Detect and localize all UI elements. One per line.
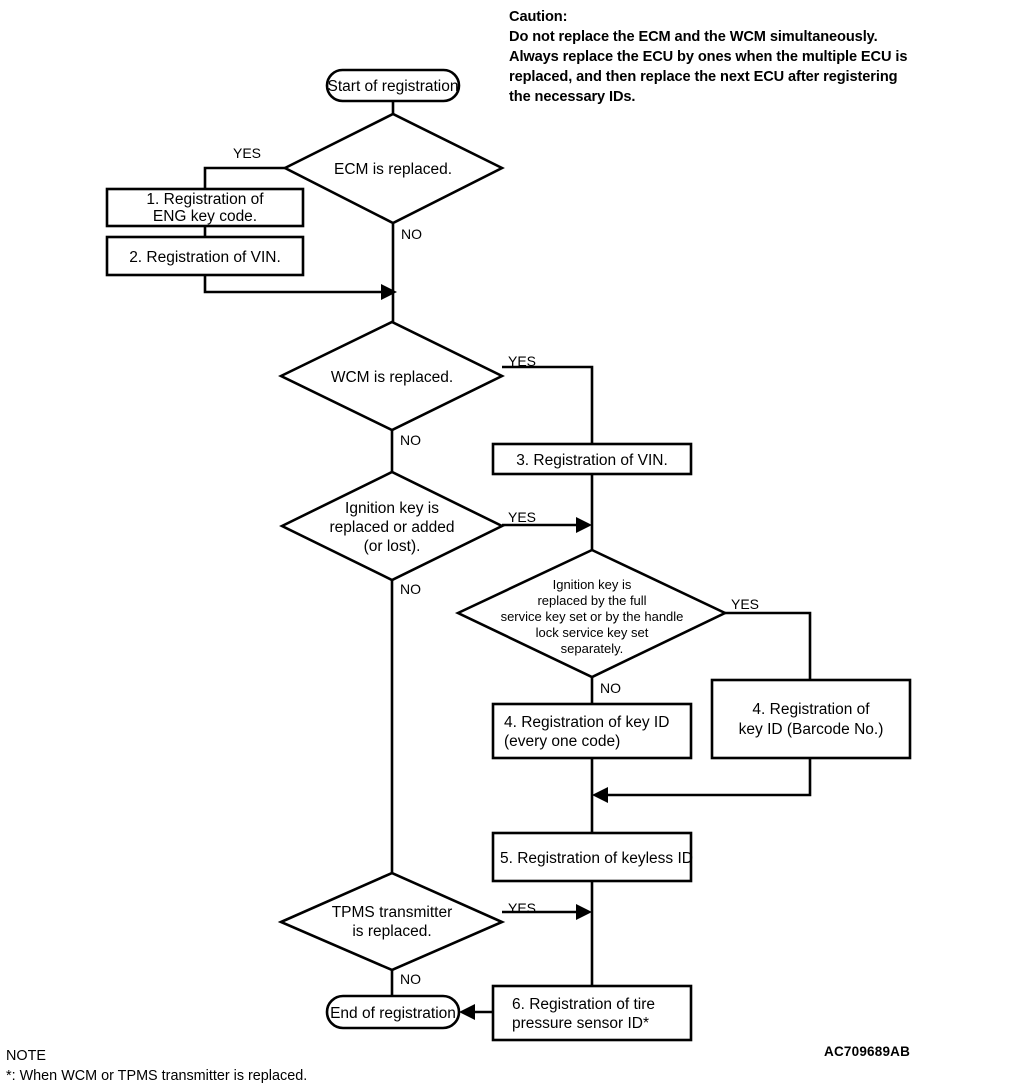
node-decision-wcm[interactable]: WCM is replaced. bbox=[278, 320, 505, 432]
node-decision-service-key-set[interactable]: Ignition key is replaced by the full ser… bbox=[454, 548, 729, 679]
edge-label-ecm-yes: YES bbox=[233, 145, 261, 161]
node-decision-service-key-set-line-2: replaced by the full bbox=[537, 593, 646, 608]
node-process-2[interactable]: 2. Registration of VIN. bbox=[105, 235, 305, 277]
connector-box6-to-end bbox=[459, 1004, 493, 1020]
caution-line-1: Do not replace the ECM and the WCM simul… bbox=[509, 28, 878, 45]
note-heading: NOTE bbox=[6, 1048, 46, 1064]
node-decision-tpms[interactable]: TPMS transmitter is replaced. bbox=[277, 871, 506, 972]
edge-label-ignition-yes: YES bbox=[508, 509, 536, 525]
node-decision-tpms-line-1: TPMS transmitter bbox=[332, 904, 453, 921]
node-process-4-every-one-code[interactable]: 4. Registration of key ID (every one cod… bbox=[491, 702, 693, 760]
node-start-label: Start of registration bbox=[328, 78, 459, 95]
node-process-1-line-1: 1. Registration of bbox=[146, 191, 264, 208]
node-decision-ecm-label: ECM is replaced. bbox=[334, 161, 452, 178]
node-process-5-line-1: 5. Registration of keyless ID bbox=[500, 850, 693, 867]
edge-label-service-no: NO bbox=[600, 680, 621, 696]
node-process-3-line-1: 3. Registration of VIN. bbox=[516, 452, 668, 469]
caution-block: Caution: Do not replace the ECM and the … bbox=[509, 8, 979, 108]
node-decision-ignition-key-line-3: (or lost). bbox=[364, 538, 421, 555]
node-process-6-line-1: 6. Registration of tire bbox=[512, 996, 655, 1013]
node-decision-wcm-label: WCM is replaced. bbox=[331, 369, 453, 386]
connector-wcm-yes-to-box3 bbox=[502, 365, 594, 444]
node-process-4-barcode[interactable]: 4. Registration of key ID (Barcode No.) bbox=[710, 678, 912, 760]
node-process-4a-line-1: 4. Registration of key ID bbox=[504, 714, 669, 731]
node-process-1[interactable]: 1. Registration of ENG key code. bbox=[105, 187, 305, 228]
node-decision-ecm[interactable]: ECM is replaced. bbox=[282, 112, 505, 225]
connector-box2-to-main bbox=[203, 275, 397, 300]
node-process-4b-line-2: key ID (Barcode No.) bbox=[739, 721, 884, 738]
node-process-2-line-1: 2. Registration of VIN. bbox=[129, 249, 281, 266]
connector-service-yes-to-box4b bbox=[725, 611, 812, 680]
connector-ecm-yes-to-box1 bbox=[203, 166, 285, 189]
node-end-label: End of registration bbox=[330, 1005, 456, 1022]
edge-label-wcm-yes: YES bbox=[508, 353, 536, 369]
edge-label-ecm-no: NO bbox=[401, 226, 422, 242]
node-decision-service-key-set-line-5: separately. bbox=[561, 641, 624, 656]
node-end[interactable]: End of registration bbox=[325, 994, 461, 1030]
connector-ignition-yes-to-main bbox=[502, 517, 592, 533]
node-process-3[interactable]: 3. Registration of VIN. bbox=[491, 442, 693, 476]
node-decision-ignition-key-line-2: replaced or added bbox=[330, 519, 455, 536]
note-text: *: When WCM or TPMS transmitter is repla… bbox=[6, 1068, 308, 1085]
node-process-6-line-2: pressure sensor ID* bbox=[512, 1015, 649, 1032]
node-process-1-line-2: ENG key code. bbox=[153, 208, 257, 225]
caution-line-2: Always replace the ECU by ones when the … bbox=[509, 48, 908, 65]
edge-label-tpms-yes: YES bbox=[508, 900, 536, 916]
node-decision-ignition-key-line-1: Ignition key is bbox=[345, 500, 439, 517]
node-decision-tpms-line-2: is replaced. bbox=[352, 923, 431, 940]
node-process-4a-line-2: (every one code) bbox=[504, 733, 620, 750]
edge-label-service-yes: YES bbox=[731, 596, 759, 612]
note-block: NOTE *: When WCM or TPMS transmitter is … bbox=[6, 1046, 307, 1087]
node-process-4b-line-1: 4. Registration of bbox=[752, 701, 870, 718]
edge-label-tpms-no: NO bbox=[400, 971, 421, 987]
reference-code: AC709689AB bbox=[824, 1044, 911, 1059]
node-process-6[interactable]: 6. Registration of tire pressure sensor … bbox=[491, 984, 693, 1042]
edge-label-wcm-no: NO bbox=[400, 432, 421, 448]
node-decision-ignition-key[interactable]: Ignition key is replaced or added (or lo… bbox=[279, 470, 505, 582]
connector-box4b-merge bbox=[592, 758, 812, 803]
caution-line-4: the necessary IDs. bbox=[509, 88, 636, 105]
node-process-5[interactable]: 5. Registration of keyless ID bbox=[491, 831, 693, 883]
caution-line-3: replaced, and then replace the next ECU … bbox=[509, 68, 898, 85]
node-decision-service-key-set-line-4: lock service key set bbox=[536, 625, 649, 640]
node-start[interactable]: Start of registration bbox=[325, 68, 461, 103]
edge-label-ignition-no: NO bbox=[400, 581, 421, 597]
node-decision-service-key-set-line-1: Ignition key is bbox=[553, 577, 632, 592]
caution-heading: Caution: bbox=[509, 9, 568, 25]
connector-tpms-yes-to-main bbox=[502, 904, 592, 920]
node-decision-service-key-set-line-3: service key set or by the handle bbox=[501, 609, 684, 624]
